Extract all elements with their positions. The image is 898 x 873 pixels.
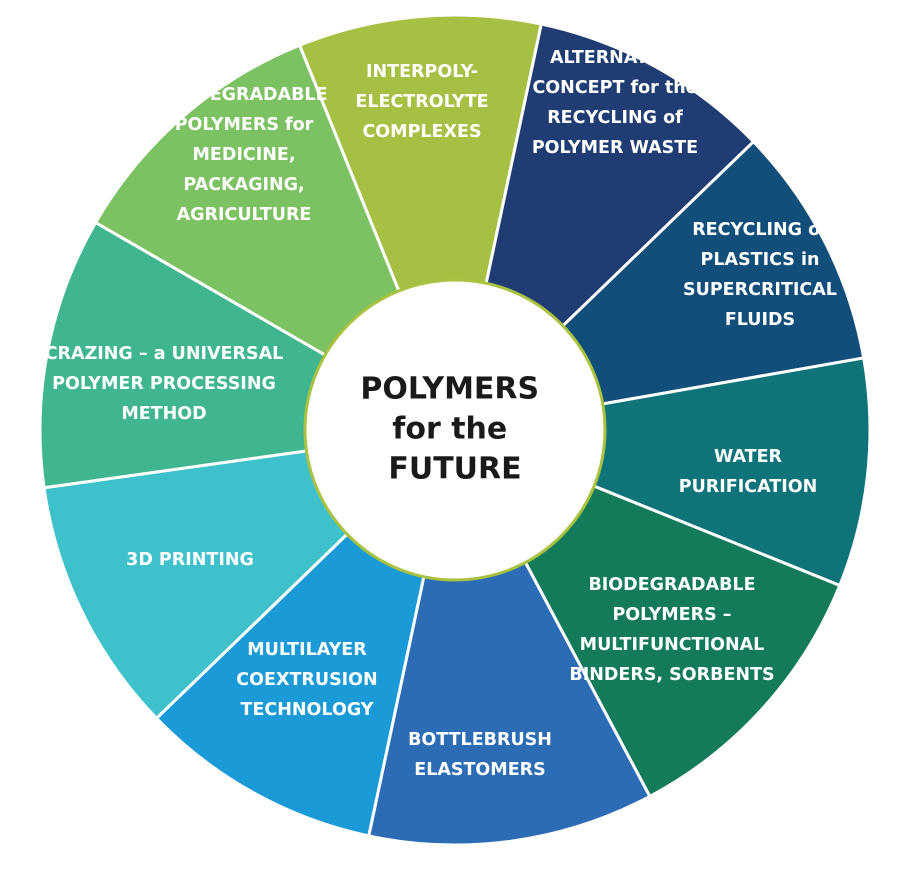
segment-label-line: BIODEGRADABLE bbox=[588, 575, 755, 595]
segment-label-crazing: CRAZING – a UNIVERSAL POLYMER PROCESSING M… bbox=[45, 344, 284, 424]
center-title: POLYMERS for the FUTURE bbox=[360, 363, 549, 487]
segment-label-line: TECHNOLOGY bbox=[241, 700, 374, 720]
segment-label-line: ELECTROLYTE bbox=[355, 92, 488, 112]
segment-label-line: INTERPOLY- bbox=[366, 62, 478, 82]
segment-label-line: AGRICULTURE bbox=[177, 205, 312, 225]
segment-label-line: FLUIDS bbox=[725, 310, 795, 330]
segment-label-interpolyelectrolyte: INTERPOLY- ELECTROLYTE COMPLEXES bbox=[355, 62, 488, 142]
center-title-line-3: FUTURE bbox=[388, 452, 521, 487]
center-title-line-1: POLYMERS bbox=[360, 372, 539, 407]
segment-label-line: MEDICINE, bbox=[192, 145, 295, 165]
segment-label-line: MULTILAYER bbox=[247, 640, 367, 660]
segment-label-line: ELASTOMERS bbox=[414, 760, 546, 780]
segment-label-bottlebrush-elastomers: BOTTLEBRUSH ELASTOMERS bbox=[408, 730, 552, 780]
segment-label-line: PACKAGING, bbox=[183, 175, 304, 195]
segment-label-line: METHOD bbox=[121, 404, 206, 424]
segment-label-line: CRAZING – a UNIVERSAL bbox=[45, 344, 284, 364]
segment-label-line: BIODEGRADABLE bbox=[160, 85, 327, 105]
segment-label-line: 3D PRINTING bbox=[126, 550, 254, 570]
segment-label-water-purification: WATER PURIFICATION bbox=[679, 447, 818, 497]
segment-label-line: COMPLEXES bbox=[362, 122, 481, 142]
segment-label-line: WATER bbox=[714, 447, 783, 467]
segment-interpolyelectrolyte bbox=[297, 13, 544, 436]
segment-label-line: ALTERNATIVE bbox=[550, 48, 680, 68]
segment-label-line: POLYMER WASTE bbox=[532, 138, 698, 158]
segment-label-line: RECYCLING of bbox=[547, 108, 683, 128]
segment-label-line: PURIFICATION bbox=[679, 477, 818, 497]
segment-label-line: SUPERCRITICAL bbox=[683, 280, 837, 300]
segment-label-line: PLASTICS in bbox=[701, 250, 820, 270]
segment-label-line: RECYCLING of bbox=[692, 220, 828, 240]
center-circle bbox=[303, 278, 607, 582]
center-hub: POLYMERS for the FUTURE bbox=[303, 278, 607, 582]
segment-label-line: CONCEPT for the bbox=[532, 78, 697, 98]
segment-label-multilayer-coextrusion: MULTILAYER COEXTRUSION TECHNOLOGY bbox=[236, 640, 377, 720]
segment-label-line: POLYMERS – bbox=[612, 605, 731, 625]
segment-label-line: BINDERS, SORBENTS bbox=[569, 665, 774, 685]
segment-label-line: POLYMER PROCESSING bbox=[52, 374, 276, 394]
segment-label-line: MULTIFUNCTIONAL bbox=[580, 635, 765, 655]
segment-label-line: COEXTRUSION bbox=[236, 670, 377, 690]
segment-label-line: an bbox=[603, 18, 627, 38]
segment-label-biodegradable-binders: BIODEGRADABLE POLYMERS – MULTIFUNCTIONAL BI… bbox=[569, 575, 774, 685]
segment-label-3d-printing: 3D PRINTING bbox=[126, 550, 254, 570]
segment-label-line: BOTTLEBRUSH bbox=[408, 730, 552, 750]
center-title-line-2: for the bbox=[392, 412, 507, 447]
segment-label-supercritical-fluids: RECYCLING of PLASTICS in SUPERCRITICAL FLUI… bbox=[683, 220, 837, 330]
segment-label-line: POLYMERS for bbox=[175, 115, 314, 135]
